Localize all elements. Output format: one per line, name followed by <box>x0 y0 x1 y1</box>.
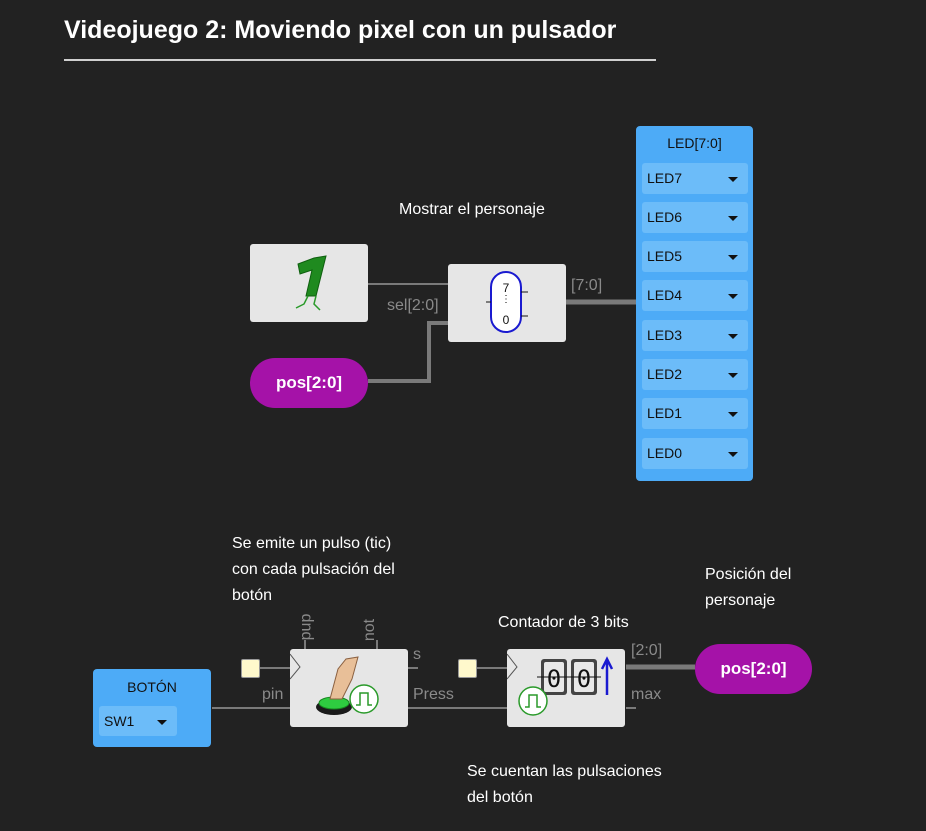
note-pulse-line-1: Se emite un pulso (tic) <box>232 535 392 552</box>
led-select-led5[interactable]: LED5 <box>642 241 748 272</box>
led-label: LED3 <box>647 327 683 343</box>
note-count-presses: Se cuentan las pulsaciones del botón <box>467 759 662 811</box>
note-pulse-line-2: con cada pulsación del <box>232 561 395 578</box>
chevron-down-icon <box>728 255 738 260</box>
character-block[interactable] <box>250 244 368 322</box>
led-select-led2[interactable]: LED2 <box>642 359 748 390</box>
led-label: LED7 <box>647 170 683 186</box>
mux-icon: 7 ⋮ 0 <box>486 271 528 333</box>
counter-out-label: [2:0] <box>631 642 663 659</box>
led-label: LED4 <box>647 287 683 303</box>
chevron-down-icon <box>728 373 738 378</box>
chevron-down-icon <box>728 334 738 339</box>
mux-block[interactable]: 7 ⋮ 0 <box>448 264 566 342</box>
led-select-led7[interactable]: LED7 <box>642 163 748 194</box>
pulser-constant-input[interactable] <box>241 659 260 678</box>
counter-digit-1: 0 <box>547 665 561 693</box>
led-select-led3[interactable]: LED3 <box>642 320 748 351</box>
button-panel: BOTÓN SW1 <box>93 669 211 747</box>
counter-block[interactable]: 0 0 <box>506 649 625 727</box>
chevron-down-icon <box>728 412 738 417</box>
pulser-block[interactable] <box>289 649 408 727</box>
led-select-led4[interactable]: LED4 <box>642 280 748 311</box>
note-pulse: Se emite un pulso (tic) con cada pulsaci… <box>232 531 395 609</box>
push-button-icon <box>289 653 379 715</box>
wire-pos-to-sel <box>368 321 448 383</box>
led-label: LED5 <box>647 248 683 264</box>
max-port-label: max <box>631 686 662 703</box>
led-select-led6[interactable]: LED6 <box>642 202 748 233</box>
mux-bottom-label: 0 <box>503 313 510 327</box>
pup-port-label: pup <box>297 613 315 641</box>
press-port-label: Press <box>413 686 454 703</box>
pin-port-label: pin <box>262 686 284 703</box>
led-label: LED1 <box>647 405 683 421</box>
counter-digit-2: 0 <box>577 665 591 693</box>
title-divider <box>64 59 656 61</box>
button-select-label: SW1 <box>104 713 135 729</box>
chevron-down-icon <box>728 177 738 182</box>
led-select-led0[interactable]: LED0 <box>642 438 748 469</box>
chevron-down-icon <box>728 294 738 299</box>
s-port-label: s <box>413 646 421 663</box>
led-select-led1[interactable]: LED1 <box>642 398 748 429</box>
mux-dots: ⋮ <box>501 294 511 305</box>
pos-input-pill[interactable]: pos[2:0] <box>250 358 368 408</box>
led-panel-title: LED[7:0] <box>667 135 722 151</box>
led-label: LED2 <box>647 366 683 382</box>
led-label: LED0 <box>647 445 683 461</box>
counter-constant-input[interactable] <box>458 659 477 678</box>
led-label: LED6 <box>647 209 683 225</box>
note-count-line-2: del botón <box>467 789 533 806</box>
note-pulse-line-3: botón <box>232 587 273 604</box>
character-icon <box>295 255 327 311</box>
not-port-label: not <box>361 618 379 642</box>
note-counter: Contador de 3 bits <box>498 614 629 631</box>
page-title: Videojuego 2: Moviendo pixel con un puls… <box>64 16 617 44</box>
note-position-line-2: personaje <box>705 592 776 609</box>
mux-out-label: [7:0] <box>571 277 603 294</box>
button-select-sw1[interactable]: SW1 <box>99 706 177 736</box>
note-character-position: Posición del personaje <box>705 562 791 614</box>
chevron-down-icon <box>728 452 738 457</box>
pos-output-pill[interactable]: pos[2:0] <box>695 644 812 694</box>
note-count-line-1: Se cuentan las pulsaciones <box>467 763 662 780</box>
button-panel-title: BOTÓN <box>127 679 177 695</box>
mux-top-label: 7 <box>503 281 510 295</box>
led-panel: LED[7:0] LED7 LED6 LED5 LED4 LED3 LED2 L… <box>636 126 753 481</box>
chevron-down-icon <box>157 720 167 725</box>
note-position-line-1: Posición del <box>705 566 792 583</box>
chevron-down-icon <box>728 216 738 221</box>
counter-icon: 0 0 <box>506 653 614 716</box>
sel-port-label: sel[2:0] <box>387 297 439 314</box>
note-show-character: Mostrar el personaje <box>399 201 545 218</box>
